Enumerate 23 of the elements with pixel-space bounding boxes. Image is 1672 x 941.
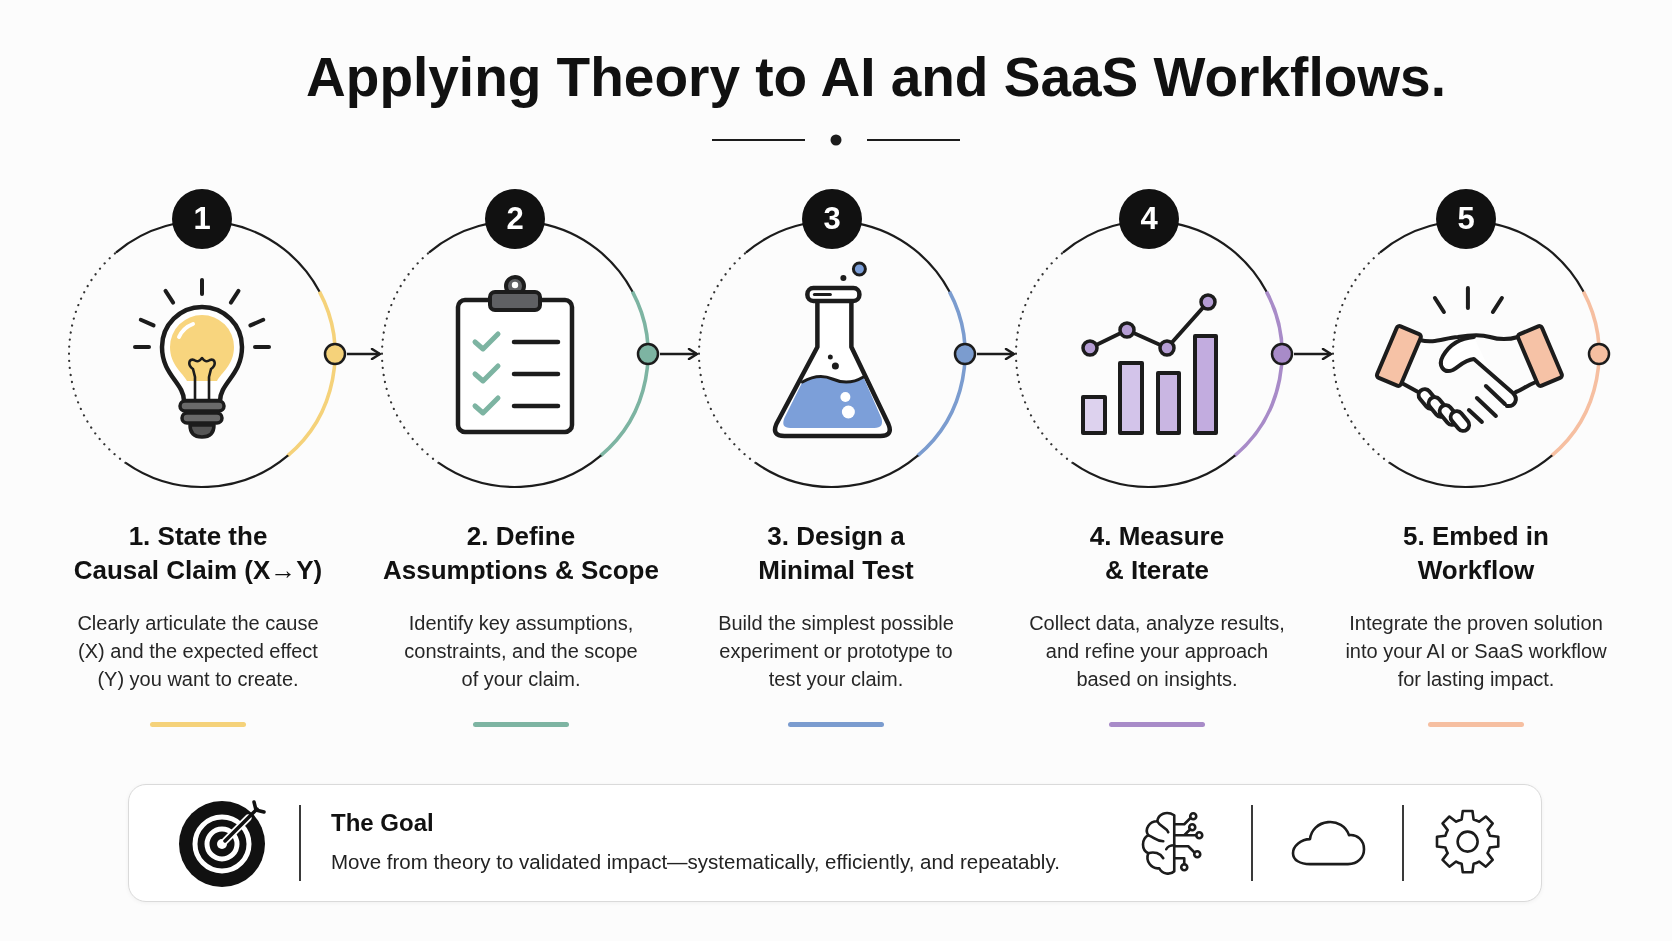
step-description: Integrate the proven solution into your AI or SaaS workflow for lasting impact.	[1345, 611, 1607, 692]
step-heading: 5. Embed in Workflow	[1403, 520, 1549, 587]
arrow	[1294, 347, 1333, 361]
step-description: Build the simplest possible experiment or prototype to test your claim.	[718, 611, 954, 692]
number-badge: 3	[802, 189, 862, 249]
arrow	[660, 347, 699, 361]
goal-description: Move from theory to validated impact—systematically, efficiently, and repeatably.	[331, 849, 1060, 875]
step-description: Collect data, analyze results, and refine your approach based on insights.	[1029, 611, 1285, 692]
number-badge: 2	[485, 189, 545, 249]
step-description: Clearly articulate the cause (X) and the expected effect (Y) you want to create.	[77, 611, 319, 692]
number-badge: 5	[1436, 189, 1496, 249]
goal-heading: The Goal	[331, 809, 434, 837]
step-heading: 2. Define Assumptions & Scope	[383, 520, 659, 587]
step-heading: 3. Design a Minimal Test	[758, 520, 914, 587]
step-heading: 1. State the Causal Claim (X→Y)	[73, 520, 323, 587]
title: Applying Theory to AI and SaaS Workflows.	[306, 45, 1446, 110]
number-badge: 4	[1119, 189, 1179, 249]
arrow	[347, 347, 382, 361]
number-badge: 1	[172, 189, 232, 249]
step-heading: 4. Measure & Iterate	[1089, 520, 1225, 587]
step-description: Identify key assumptions, constraints, and the scope of your claim.	[404, 611, 638, 692]
arrow	[977, 347, 1016, 361]
goal-panel	[128, 784, 1542, 902]
